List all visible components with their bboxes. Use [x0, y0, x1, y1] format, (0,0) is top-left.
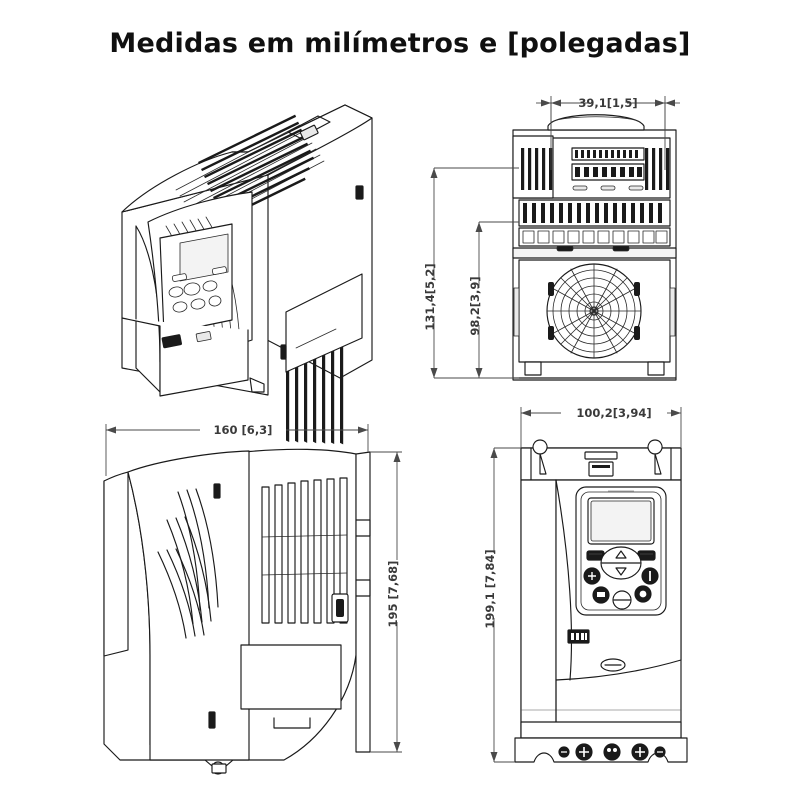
dim-195-label: 195 [7,68] — [386, 561, 400, 628]
top-terminal-pins-lower — [575, 167, 642, 177]
view-side: 160 [6,3] 195 [7,68] — [103, 423, 402, 775]
keypad-round-buttons[interactable] — [583, 567, 659, 610]
dim-199-arrow-top — [490, 448, 498, 458]
menu-button-icon — [588, 572, 596, 580]
dim-199-arrow-bottom — [490, 752, 498, 762]
fan-grille-icon — [546, 263, 642, 359]
front-top-connector — [588, 461, 614, 477]
dim-199-label: 199,1 [7,84] — [483, 549, 497, 628]
top-terminal-pins-upper — [575, 150, 638, 158]
dim-195-arrow-bottom — [393, 742, 401, 752]
keypad-lcd-screen — [590, 500, 652, 542]
dim-160-label: 160 [6,3] — [214, 423, 273, 437]
dim-39-label: 39,1[1,5] — [578, 96, 637, 110]
front-ground-screws — [558, 743, 666, 761]
iso-front-lower — [121, 317, 249, 397]
top-separator-band — [512, 247, 677, 259]
top-sockets — [522, 230, 668, 244]
side-handle-slot — [273, 717, 311, 729]
side-hmi-port — [213, 483, 221, 499]
dim-100-arrow-left — [521, 409, 531, 417]
side-hmi-vents — [157, 488, 219, 639]
front-bottom-bar — [520, 721, 682, 739]
side-label-panel — [240, 644, 342, 710]
page-title: Medidas em milímetros e [polegadas] — [109, 28, 690, 59]
dim-160 — [105, 424, 369, 476]
brand-logo-glyph — [571, 633, 587, 640]
iso-keypad-buttons — [168, 266, 227, 313]
view-isometric — [121, 104, 373, 445]
dim-98-arrow-bottom — [475, 368, 483, 378]
screw-center — [603, 743, 621, 761]
top-foot-left — [524, 361, 542, 376]
down-arrow-icon[interactable] — [615, 567, 627, 576]
up-arrow-icon[interactable] — [615, 550, 627, 559]
dim-39-arrow-right — [655, 99, 665, 107]
top-clips — [572, 185, 644, 191]
dim-160-arrow-right — [358, 426, 368, 434]
dim-131-label: 131,4[5,2] — [423, 263, 437, 330]
side-back-rail — [355, 451, 371, 753]
view-front: 100,2[3,94] 199,1 [7,84] — [483, 406, 688, 763]
front-left-plate — [520, 479, 557, 751]
top-power-pins — [523, 203, 662, 223]
side-latch-inner — [336, 599, 344, 617]
stop-button-icon — [639, 590, 647, 598]
iso-right-port — [355, 185, 364, 200]
dim-39-arrow-left — [551, 99, 561, 107]
top-left-shoulder — [512, 135, 554, 199]
iso-top-latch — [299, 124, 319, 141]
dim-131-arrow-top — [430, 168, 438, 178]
view-top: 39,1[1,5] 131,4[5,2] 98,2[3,9] — [423, 96, 680, 381]
side-hmi-edge — [103, 471, 129, 657]
dim-199 — [493, 447, 521, 763]
side-lower-port — [208, 711, 216, 729]
dim-100-label: 100,2[3,94] — [576, 406, 651, 420]
iso-bottom-foot — [249, 377, 265, 393]
top-foot-right — [647, 361, 665, 376]
side-bottom-bracket — [211, 763, 227, 774]
top-right-vents — [645, 148, 670, 190]
fan-side-rails — [513, 287, 676, 337]
iso-brand-badge — [161, 334, 182, 349]
dim-195 — [370, 451, 402, 753]
dim-131-arrow-bottom — [430, 368, 438, 378]
top-terminal-row-lower — [571, 163, 645, 181]
iso-top-rail — [287, 115, 331, 139]
front-mounting-holes — [532, 439, 663, 475]
dim-98-label: 98,2[3,9] — [468, 276, 482, 335]
prog-button-icon — [597, 592, 605, 597]
keypad-nav-pad[interactable] — [600, 546, 642, 580]
top-band-tabs — [556, 245, 630, 252]
front-top-tab — [584, 451, 618, 460]
dim-160-arrow-left — [106, 426, 116, 434]
dim-195-arrow-top — [393, 452, 401, 462]
iso-front-label — [195, 331, 212, 343]
dim-100-arrow-right — [671, 409, 681, 417]
side-vent-crossbars — [261, 534, 348, 576]
dim-98-arrow-top — [475, 222, 483, 232]
side-main-vents — [261, 477, 348, 624]
iso-right-tab — [280, 344, 287, 360]
